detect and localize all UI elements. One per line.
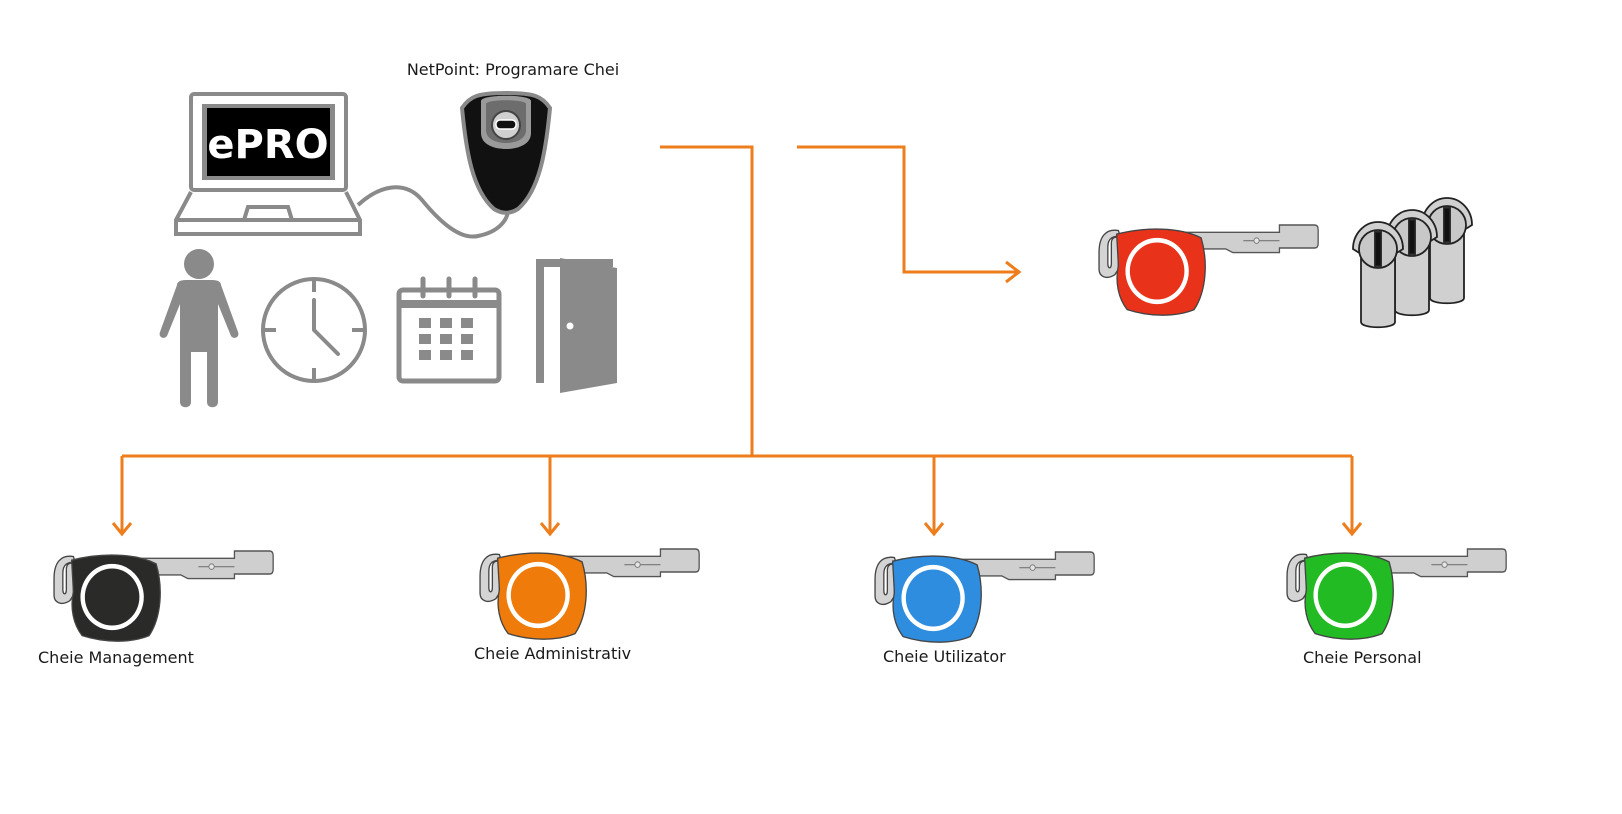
key-label-personal: Cheie Personal [1303, 648, 1422, 667]
cylinder-locks-icon [1352, 197, 1473, 329]
laptop-icon: ePRO [174, 92, 362, 236]
usb-cable [356, 185, 511, 239]
key-button [510, 566, 566, 624]
screen-text: ePRO [207, 122, 328, 168]
master-key-icon [1098, 224, 1319, 316]
flow-connectors [111, 145, 1363, 537]
programmer-title: NetPoint: Programare Chei [407, 60, 619, 79]
arrow-utilizator-icon [923, 522, 945, 537]
key-label-utilizator: Cheie Utilizator [883, 647, 1006, 666]
key-label-management: Cheie Management [38, 648, 194, 667]
arrow-personal-icon [1341, 522, 1363, 537]
arrow-administrativ-icon [539, 522, 561, 537]
arrow-management-icon [111, 522, 133, 537]
key-button [905, 569, 961, 627]
programmer-device-icon [459, 90, 553, 215]
key-management-icon [53, 550, 274, 642]
trunk-line [660, 145, 754, 456]
clock-icon [261, 277, 367, 383]
key-label-administrativ: Cheie Administrativ [474, 644, 632, 663]
door-icon [536, 258, 617, 393]
master-key-branch [797, 145, 1018, 274]
key-administrativ-icon [479, 548, 700, 640]
key-button [1317, 566, 1373, 624]
master-arrow-icon [1005, 260, 1022, 284]
person-icon [159, 249, 239, 408]
calendar-icon [396, 276, 502, 384]
key-row [53, 548, 1507, 643]
key-button [84, 568, 140, 626]
key-personal-icon [1286, 548, 1507, 640]
key-utilizator-icon [874, 551, 1095, 643]
